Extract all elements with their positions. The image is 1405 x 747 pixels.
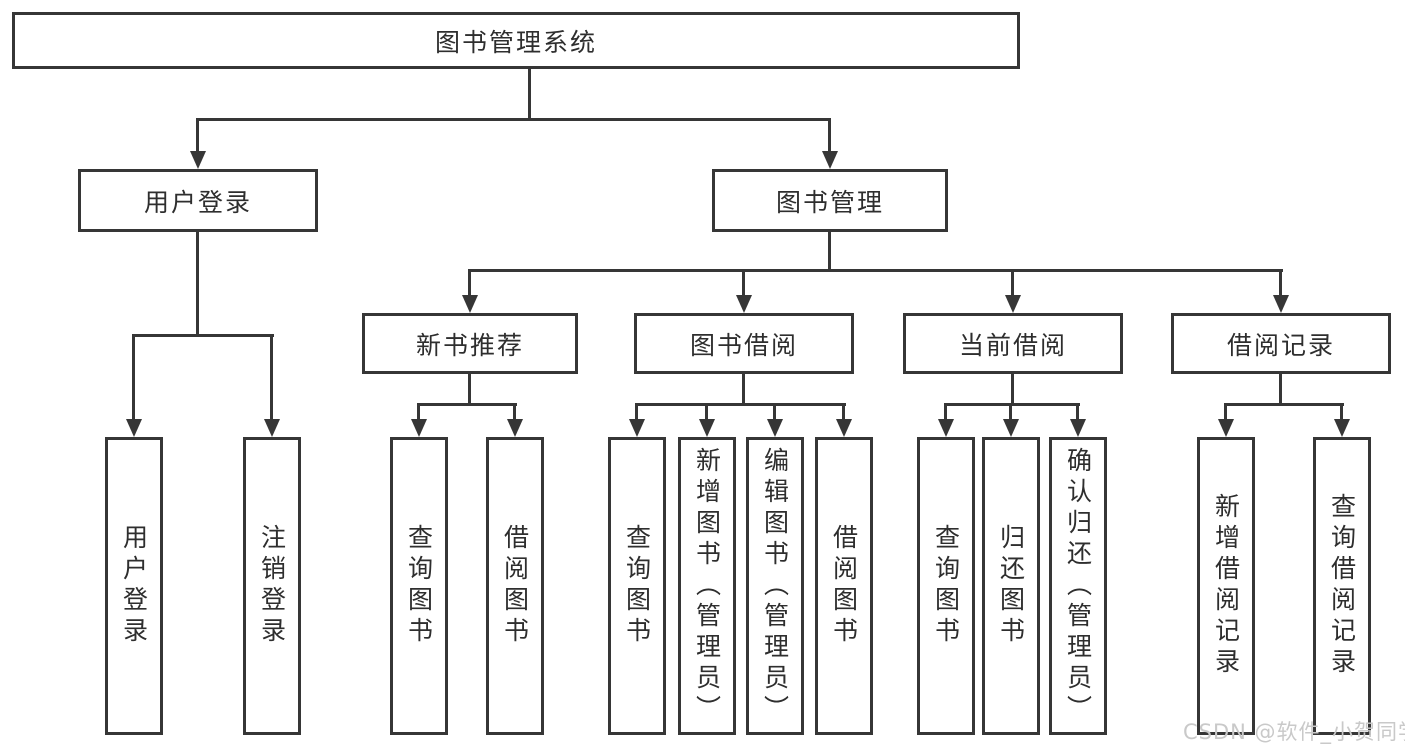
arrow-down-icon xyxy=(1334,419,1350,437)
node-label: 查询借阅记录 xyxy=(1327,493,1357,679)
arrow-down-icon xyxy=(126,419,142,437)
connector-line xyxy=(196,118,831,121)
node-borrow-records: 借阅记录 xyxy=(1171,313,1391,374)
node-new-book-recommend: 新书推荐 xyxy=(362,313,578,374)
node-label: 借阅图书 xyxy=(829,524,859,648)
leaf-query-books-recommend: 查询图书 xyxy=(390,437,448,735)
arrow-down-icon xyxy=(462,295,478,313)
arrow-down-icon xyxy=(507,419,523,437)
connector-line xyxy=(742,373,745,406)
connector-line xyxy=(1011,269,1014,296)
connector-line xyxy=(468,269,1283,272)
node-label: 用户登录 xyxy=(119,524,149,648)
connector-line xyxy=(468,269,471,296)
arrow-down-icon xyxy=(1003,419,1019,437)
node-label: 查询图书 xyxy=(931,524,961,648)
arrow-down-icon xyxy=(411,419,427,437)
node-label: 借阅图书 xyxy=(500,524,530,648)
node-book-borrow: 图书借阅 xyxy=(634,313,854,374)
csdn-watermark: CSDN @软件_小贺同学 xyxy=(1183,720,1405,744)
connector-line xyxy=(828,231,831,272)
connector-line xyxy=(417,403,517,406)
leaf-query-borrow-record: 查询借阅记录 xyxy=(1313,437,1371,735)
connector-line xyxy=(742,269,745,296)
connector-line xyxy=(196,118,199,152)
arrow-down-icon xyxy=(1218,419,1234,437)
connector-line xyxy=(528,69,531,121)
connector-line xyxy=(1224,403,1227,419)
leaf-logout: 注销登录 xyxy=(243,437,301,735)
leaf-edit-book-admin: 编辑图书（管理员） xyxy=(746,437,804,735)
arrow-down-icon xyxy=(836,419,852,437)
connector-line xyxy=(705,403,708,419)
connector-line xyxy=(1224,403,1344,406)
connector-line xyxy=(513,403,516,419)
node-label: 确认归还（管理员） xyxy=(1063,446,1093,726)
connector-line xyxy=(1011,373,1014,406)
connector-line xyxy=(944,403,947,419)
connector-line xyxy=(635,403,638,419)
node-current-borrow: 当前借阅 xyxy=(903,313,1123,374)
node-label: 编辑图书（管理员） xyxy=(760,446,790,726)
arrow-down-icon xyxy=(822,151,838,169)
node-label: 新增图书（管理员） xyxy=(692,446,722,726)
connector-line xyxy=(132,334,135,419)
leaf-query-books-borrow: 查询图书 xyxy=(608,437,666,735)
arrow-down-icon xyxy=(1273,295,1289,313)
node-root-system: 图书管理系统 xyxy=(12,12,1020,69)
node-label: 用户登录 xyxy=(143,187,252,217)
arrow-down-icon xyxy=(264,419,280,437)
node-label: 当前借阅 xyxy=(958,330,1067,360)
arrow-down-icon xyxy=(767,419,783,437)
leaf-return-book: 归还图书 xyxy=(982,437,1040,735)
node-label: 注销登录 xyxy=(257,524,287,648)
arrow-down-icon xyxy=(1005,295,1021,313)
arrow-down-icon xyxy=(699,419,715,437)
connector-line xyxy=(828,118,831,152)
connector-line xyxy=(1279,269,1282,296)
leaf-user-login: 用户登录 xyxy=(105,437,163,735)
node-label: 图书借阅 xyxy=(689,330,798,360)
leaf-add-book-admin: 新增图书（管理员） xyxy=(678,437,736,735)
connector-line xyxy=(468,373,471,406)
connector-line xyxy=(773,403,776,419)
connector-line xyxy=(270,334,273,419)
leaf-confirm-return-admin: 确认归还（管理员） xyxy=(1049,437,1107,735)
node-label: 新书推荐 xyxy=(415,330,524,360)
node-label: 查询图书 xyxy=(404,524,434,648)
node-label: 归还图书 xyxy=(996,524,1026,648)
node-label: 查询图书 xyxy=(622,524,652,648)
leaf-query-books-current: 查询图书 xyxy=(917,437,975,735)
arrow-down-icon xyxy=(736,295,752,313)
connector-line xyxy=(417,403,420,419)
connector-line xyxy=(1009,403,1012,419)
arrow-down-icon xyxy=(190,151,206,169)
leaf-borrow-book: 借阅图书 xyxy=(815,437,873,735)
node-user-login: 用户登录 xyxy=(78,169,318,232)
leaf-borrow-books-recommend: 借阅图书 xyxy=(486,437,544,735)
connector-line xyxy=(1279,373,1282,406)
node-book-management: 图书管理 xyxy=(712,169,948,232)
arrow-down-icon xyxy=(1070,419,1086,437)
connector-line xyxy=(635,403,846,406)
node-label: 新增借阅记录 xyxy=(1211,493,1241,679)
node-label: 借阅记录 xyxy=(1226,330,1335,360)
node-label: 图书管理系统 xyxy=(434,27,597,57)
connector-line xyxy=(196,231,199,337)
arrow-down-icon xyxy=(938,419,954,437)
leaf-add-borrow-record: 新增借阅记录 xyxy=(1197,437,1255,735)
node-label: 图书管理 xyxy=(775,187,884,217)
connector-line xyxy=(1076,403,1079,419)
connector-line xyxy=(132,334,274,337)
connector-line xyxy=(944,403,1080,406)
arrow-down-icon xyxy=(629,419,645,437)
connector-line xyxy=(842,403,845,419)
connector-line xyxy=(1340,403,1343,419)
